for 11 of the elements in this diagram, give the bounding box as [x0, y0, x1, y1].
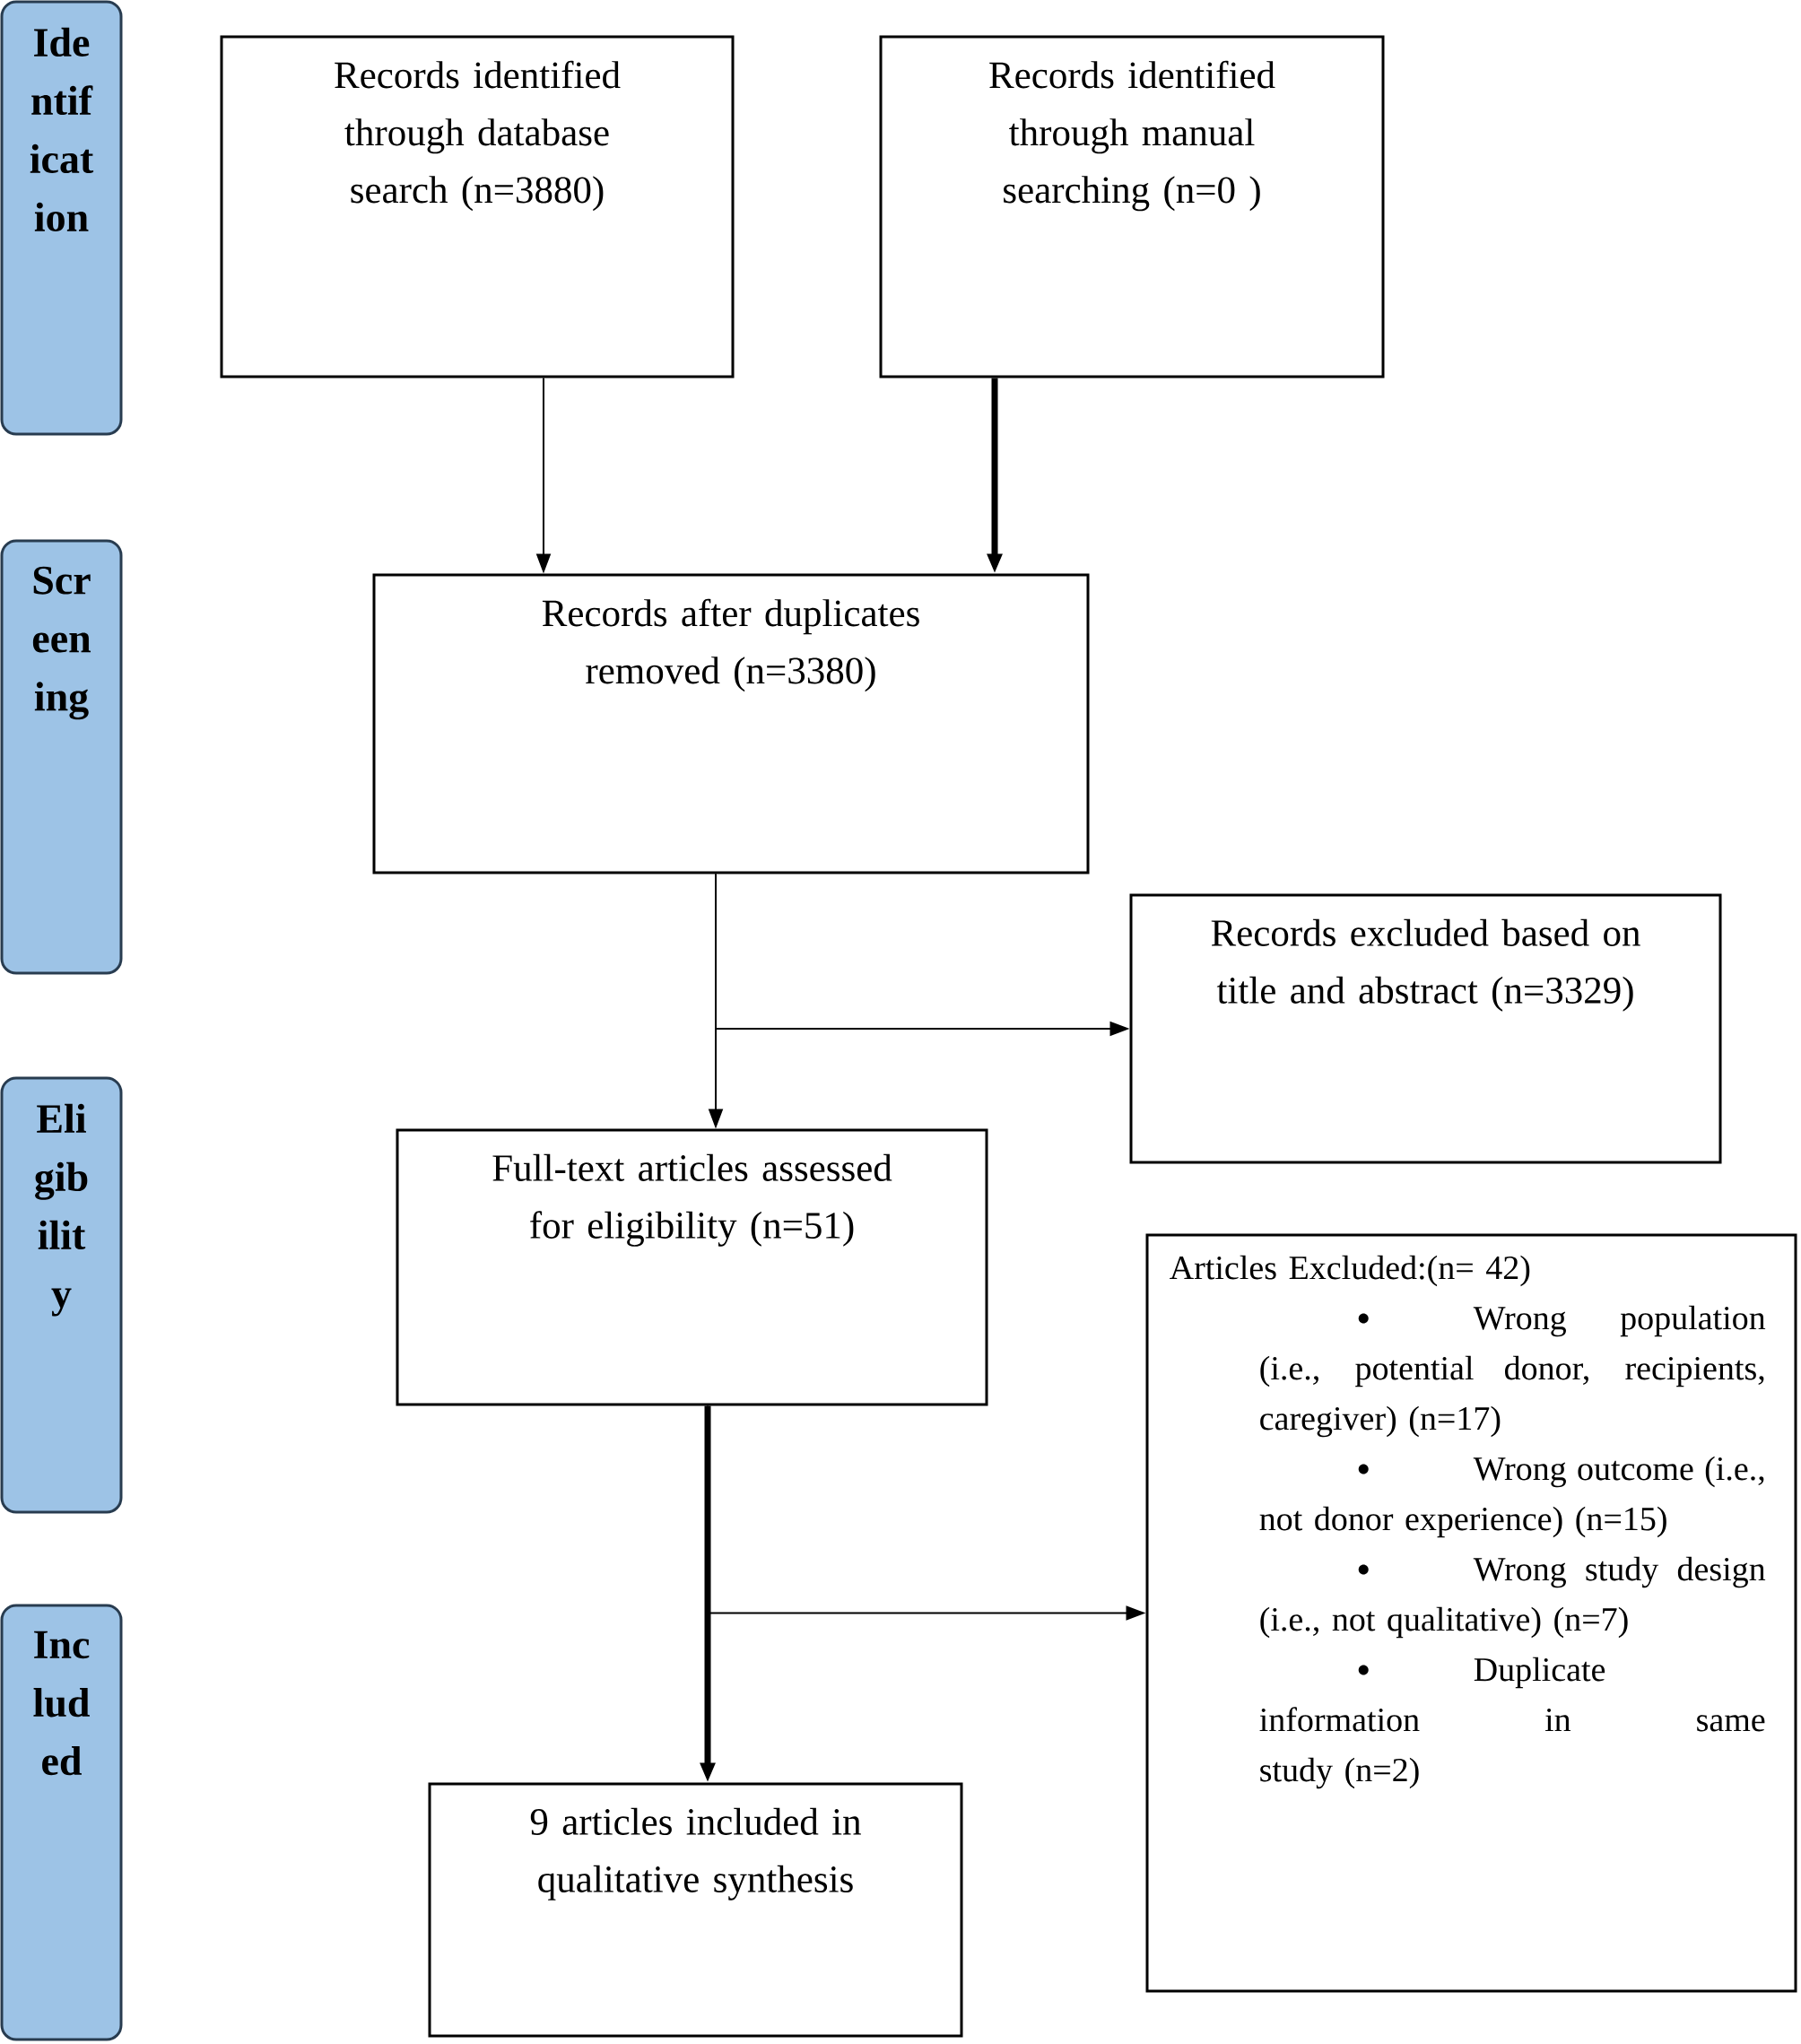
stage-band: Scr een ing — [0, 539, 123, 975]
process-box: Records after duplicates removed (n=3380) — [372, 573, 1090, 874]
stage-band: Inc lud ed — [0, 1604, 123, 2041]
process-box: Records identified through manual searching (n=0 ) — [879, 35, 1385, 378]
process-box: 9 articles included in qualitative synthesis — [428, 1782, 963, 2038]
stage-band: Eli gib ilit y — [0, 1076, 123, 1514]
process-box: Full-text articles assessed for eligibility (n=51) — [396, 1128, 988, 1406]
exclusion-box: Articles Excluded:(n= 42) Wrong population (i.e., potential donor, recipients, caregiver) (n=17) Wrong outcome (i.e., not donor experience) (n=15) Wrong study design (i.e., not qualitative) (n=7) Duplicate information in same study (n=2) — [1145, 1233, 1797, 1993]
process-box: Records excluded based on title and abstract (n=3329) — [1129, 893, 1722, 1164]
process-box: Records identified through database search (n=3880) — [220, 35, 735, 378]
stage-band: Ide ntif icat ion — [0, 0, 123, 436]
